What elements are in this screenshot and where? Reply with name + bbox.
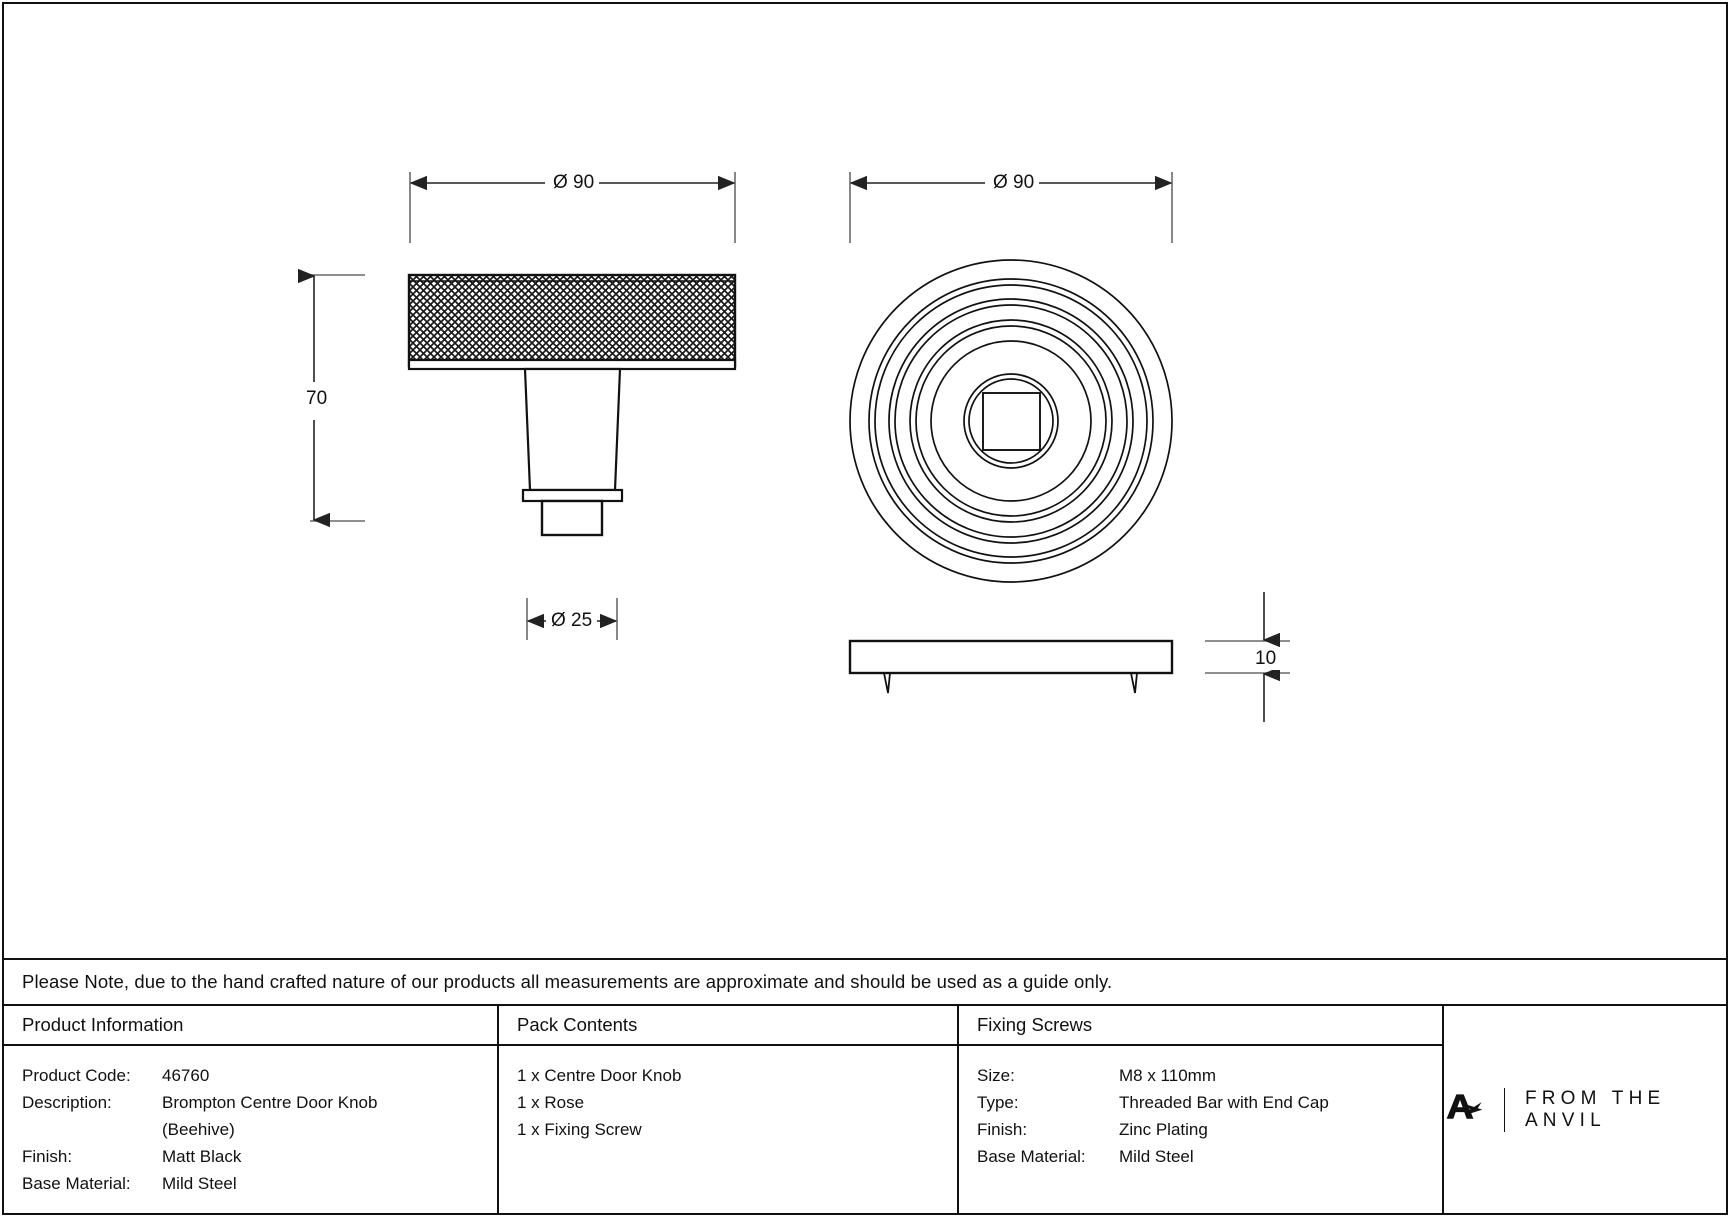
screw-base-material-label: Base Material: [977,1147,1086,1166]
list-item: 1 x Fixing Screw [517,1120,642,1139]
screw-type-value: Threaded Bar with End Cap [1119,1093,1329,1112]
screw-base-material-value: Mild Steel [1119,1147,1194,1166]
screw-size-label: Size: [977,1066,1015,1085]
table-row: Finish: Zinc Plating [977,1116,1442,1143]
table-row: Description: Brompton Centre Door Knob [22,1089,497,1116]
brand-logo: FROM THE ANVIL [1444,1006,1726,1213]
screw-finish-value: Zinc Plating [1119,1120,1208,1139]
dim-label-stem-diameter: Ø 25 [546,610,598,632]
finish-label: Finish: [22,1147,73,1166]
table-row: Base Material: Mild Steel [22,1170,497,1197]
product-information-body: Product Code: 46760 Description: Brompto… [4,1046,497,1197]
logo-divider [1504,1087,1505,1132]
table-row: Size: M8 x 110mm [977,1062,1442,1089]
fixing-screws-column: Fixing Screws Size: M8 x 110mm Type: Thr… [959,1006,1444,1213]
fixing-screws-body: Size: M8 x 110mm Type: Threaded Bar with… [959,1046,1442,1170]
dim-label-knob-height: 70 [301,388,333,410]
screw-size-value: M8 x 110mm [1119,1066,1216,1085]
dim-label-knob-diameter: Ø 90 [548,172,600,194]
please-note-row: Please Note, due to the hand crafted nat… [4,958,1726,1006]
list-item: 1 x Rose [517,1093,585,1112]
description-label-spacer [22,1116,162,1143]
table-row-continuation: (Beehive) [22,1116,497,1143]
screw-finish-label: Finish: [977,1120,1028,1139]
description-label: Description: [22,1093,112,1112]
pack-contents-header: Pack Contents [499,1006,957,1046]
base-material-label: Base Material: [22,1174,131,1193]
product-information-header: Product Information [4,1006,497,1046]
table-row: Product Code: 46760 [22,1062,497,1089]
pack-contents-body: 1 x Centre Door Knob 1 x Rose 1 x Fixing… [499,1046,957,1143]
fixing-screws-header: Fixing Screws [959,1006,1442,1046]
anvil-a-mark-icon [1446,1093,1483,1119]
product-code-value: 46760 [162,1066,210,1085]
brand-wordmark: FROM THE ANVIL [1524,1087,1666,1131]
pack-contents-column: Pack Contents 1 x Centre Door Knob 1 x R… [499,1006,959,1213]
table-row: Base Material: Mild Steel [977,1143,1442,1170]
finish-value: Matt Black [162,1147,242,1166]
description-value-line2: (Beehive) [162,1120,235,1139]
please-note-text: Please Note, due to the hand crafted nat… [22,971,1113,992]
dim-label-rose-thickness: 10 [1250,648,1282,670]
screw-type-label: Type: [977,1093,1019,1112]
base-material-value: Mild Steel [162,1174,237,1193]
information-table: Product Information Product Code: 46760 … [4,1006,1726,1213]
dim-label-rose-diameter: Ø 90 [988,172,1040,194]
table-row: Type: Threaded Bar with End Cap [977,1089,1442,1116]
list-item: 1 x Centre Door Knob [517,1066,682,1085]
table-row: Finish: Matt Black [22,1143,497,1170]
brand-logo-column: FROM THE ANVIL [1444,1006,1726,1213]
description-value: Brompton Centre Door Knob [162,1093,378,1112]
product-information-column: Product Information Product Code: 46760 … [4,1006,499,1213]
product-code-label: Product Code: [22,1066,131,1085]
